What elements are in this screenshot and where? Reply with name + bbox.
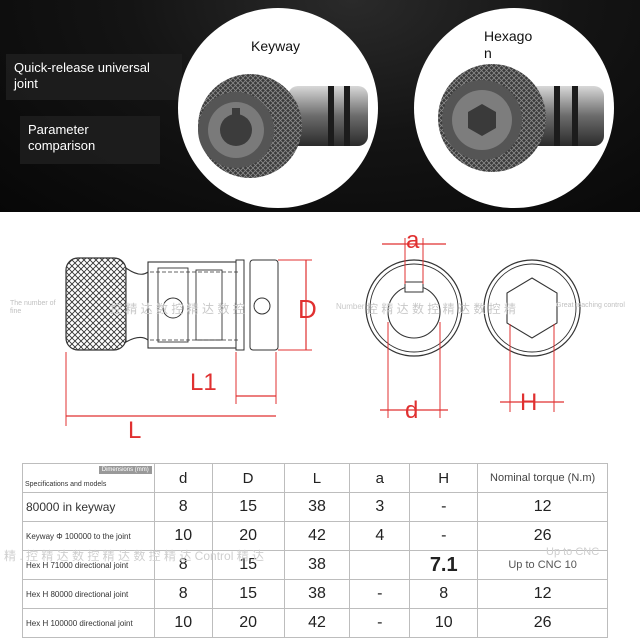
cell-a: - <box>349 579 411 609</box>
table-watermark-right: Up to CNC <box>546 546 600 558</box>
row-label: Hex H 80000 directional joint <box>22 579 155 609</box>
cell-a: 4 <box>349 521 411 551</box>
cell-torque: 12 <box>477 579 608 609</box>
cell-D: 15 <box>211 492 285 522</box>
table-row: Hex H 80000 directional joint 8 15 38 - … <box>22 579 608 609</box>
hexagon-label: Hexago n <box>484 28 533 61</box>
cell-d: 10 <box>153 521 213 551</box>
label-a: a <box>406 227 420 254</box>
cell-a: - <box>349 608 411 638</box>
cell-H: 10 <box>409 608 479 638</box>
cell-d: 8 <box>153 492 213 522</box>
table-watermark: 精 . 控 精 达 数 控 精 达 数 控 精 达 Control 精 达 <box>4 549 265 563</box>
cell-torque: 26 <box>477 608 608 638</box>
table-header-row: Dimensions (mm) Specifications and model… <box>22 463 608 493</box>
subtitle-box: Parameter comparison <box>20 116 160 164</box>
cell-torque: 26 <box>477 521 608 551</box>
header-L: L <box>283 463 351 493</box>
cell-H: 8 <box>409 579 479 609</box>
header-H: H <box>409 463 479 493</box>
corner-spec: Specifications and models <box>25 481 107 488</box>
cell-L: 38 <box>283 579 351 609</box>
hexagon-closeup <box>414 8 614 208</box>
header-D: D <box>211 463 285 493</box>
cell-d: 10 <box>153 608 213 638</box>
parameter-table: Dimensions (mm) Specifications and model… <box>22 463 608 638</box>
keyway-closeup <box>178 8 378 208</box>
cell-d: 8 <box>153 579 213 609</box>
cell-L: 42 <box>283 521 351 551</box>
watermark-right-small: Great teaching control <box>556 302 625 309</box>
label-D: D <box>298 294 317 324</box>
cell-a: 3 <box>349 492 411 522</box>
corner-cell: Dimensions (mm) Specifications and model… <box>22 463 155 493</box>
cell-torque: 12 <box>477 492 608 522</box>
header-a: a <box>349 463 411 493</box>
label-d: d <box>405 397 418 424</box>
subtitle-text: Parameter comparison <box>28 122 96 153</box>
cell-a <box>349 550 411 580</box>
cell-L: 38 <box>283 492 351 522</box>
technical-drawing: D L1 L a d H The number of fine 控 精 达 数 … <box>0 212 640 452</box>
cell-H: 7.1 <box>409 550 479 580</box>
cell-H: - <box>409 492 479 522</box>
cell-torque: Up to CNC 10 <box>477 550 608 580</box>
label-L: L <box>128 417 141 444</box>
table-row: Hex H 100000 directional joint 10 20 42 … <box>22 608 608 638</box>
cell-H: - <box>409 521 479 551</box>
watermark-left: The number of fine <box>10 300 56 315</box>
header-torque: Nominal torque (N.m) <box>477 463 608 493</box>
watermark-number: Number <box>336 302 365 311</box>
cell-L: 42 <box>283 608 351 638</box>
cell-D: 20 <box>211 521 285 551</box>
dimension-diagram: D L1 L a d H <box>65 227 581 444</box>
table-row: Hex H 71000 directional joint 8 15 38 7.… <box>22 550 608 580</box>
keyway-end-view <box>365 259 463 357</box>
cell-D: 15 <box>211 579 285 609</box>
table-row: 80000 in keyway 8 15 38 3 - 12 <box>22 492 608 522</box>
cell-L: 38 <box>283 550 351 580</box>
product-photo-banner: Quick-release universal joint Parameter … <box>0 0 640 212</box>
title-text: Quick-release universal joint <box>14 60 150 91</box>
header-d: d <box>153 463 213 493</box>
title-box: Quick-release universal joint <box>6 54 182 100</box>
row-label: 80000 in keyway <box>22 492 155 522</box>
keyway-joint-image <box>198 74 368 178</box>
label-L1: L1 <box>190 369 217 396</box>
hex-joint-image <box>438 64 604 172</box>
corner-dimensions: Dimensions (mm) <box>98 466 152 474</box>
watermark-center: 控 精 达 数 控 精 达 数 控 <box>110 302 245 316</box>
cell-D: 15 <box>211 550 285 580</box>
watermark-right: 控 精 达 数 控 精 达 数 控 精 <box>366 302 517 316</box>
keyway-label: Keyway <box>251 38 301 54</box>
label-H: H <box>520 389 537 416</box>
cell-D: 20 <box>211 608 285 638</box>
table-row: Keyway Φ 100000 to the joint 10 20 42 4 … <box>22 521 608 551</box>
row-label: Hex H 100000 directional joint <box>22 608 155 638</box>
